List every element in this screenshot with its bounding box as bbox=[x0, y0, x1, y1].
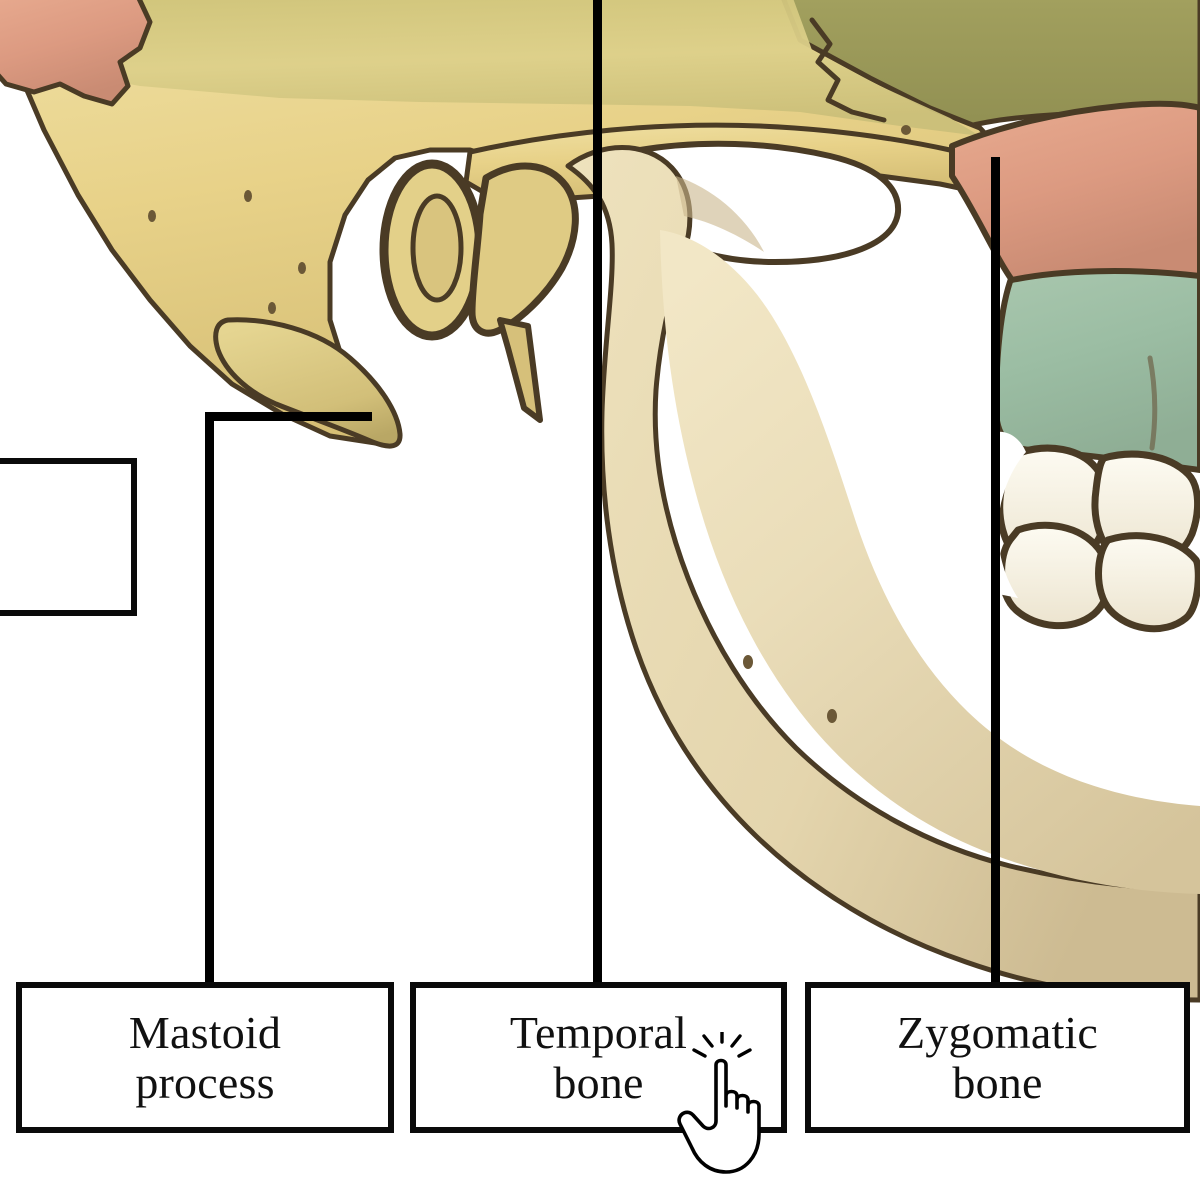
label-box-mastoid-process[interactable]: Mastoid process bbox=[16, 982, 394, 1133]
maxilla-crease bbox=[1147, 355, 1158, 451]
label-line-1: Temporal bbox=[509, 1006, 688, 1058]
temporal-foramina bbox=[148, 125, 911, 723]
leader-temporal-vertical bbox=[593, 0, 602, 984]
label-line-1: Mastoid bbox=[128, 1006, 282, 1058]
mandible-body-fill bbox=[660, 230, 1200, 894]
zygomatic-bone-region bbox=[949, 100, 1200, 283]
squamosal-suture bbox=[809, 17, 887, 123]
meatus-inner-opening bbox=[410, 193, 464, 303]
sphenoid-wing-region bbox=[0, 0, 153, 107]
mandibular-notch bbox=[676, 176, 764, 252]
leader-mastoid-horizontal bbox=[205, 412, 372, 421]
label-line-1: Zygomatic bbox=[896, 1006, 1099, 1058]
molar-tooth-4 bbox=[1095, 532, 1200, 633]
temporal-superior-band bbox=[0, 0, 980, 136]
maxilla-region bbox=[993, 264, 1200, 473]
label-line-2: bone bbox=[553, 1056, 644, 1108]
molar-tooth-3 bbox=[998, 521, 1113, 630]
leader-mastoid-vertical bbox=[205, 412, 214, 984]
leader-zygomatic-vertical bbox=[991, 157, 1000, 984]
alveolar-gap bbox=[978, 431, 1026, 598]
offscreen-label-box[interactable] bbox=[0, 458, 137, 616]
label-line-2: process bbox=[135, 1056, 275, 1108]
styloid-process bbox=[497, 317, 543, 423]
label-line-2: bone bbox=[952, 1056, 1043, 1108]
label-box-temporal-bone[interactable]: Temporal bone bbox=[410, 982, 787, 1133]
label-box-zygomatic-bone[interactable]: Zygomatic bone bbox=[805, 982, 1190, 1133]
tympanic-plate bbox=[468, 162, 579, 337]
